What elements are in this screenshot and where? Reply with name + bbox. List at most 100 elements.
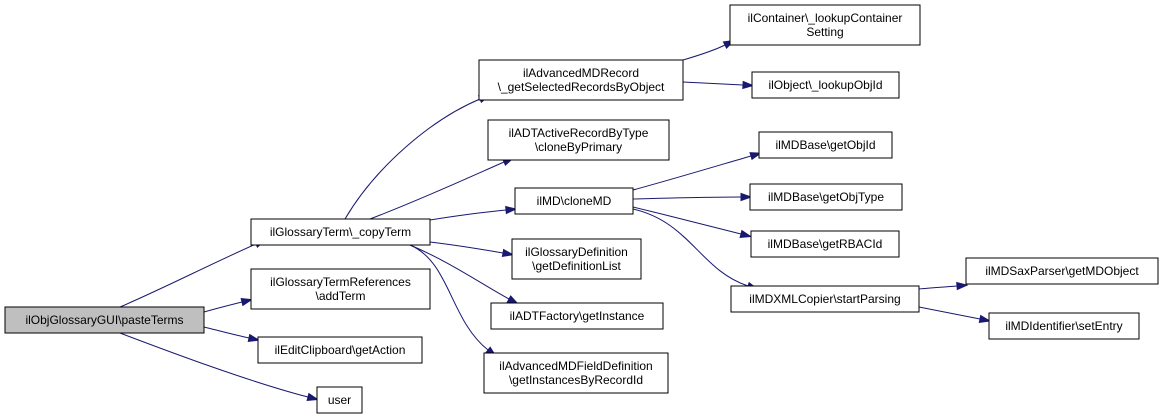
- node-clip[interactable]: ilEditClipboard\getAction: [257, 336, 423, 364]
- node-label: ilMDXMLCopier\startParsing: [749, 292, 900, 306]
- node-label: ilContainer\_lookupContainer: [748, 11, 903, 25]
- edge-line: [632, 208, 749, 287]
- node-label: ilMDBase\getRBACId: [768, 237, 883, 251]
- arrowhead-icon: [956, 281, 969, 291]
- node-box: [514, 187, 634, 215]
- edge-startparse-to-saxparser: [918, 281, 969, 291]
- edge-line: [632, 206, 742, 235]
- node-label: ilAdvancedMDRecord: [523, 66, 639, 80]
- edge-line: [632, 196, 742, 200]
- node-label: ilObject\_lookupObjId: [768, 78, 882, 92]
- node-adtactive[interactable]: ilADTActiveRecordByType\cloneByPrimary: [487, 119, 670, 161]
- node-label: \addTerm: [315, 289, 365, 303]
- edge-paste-to-user: [119, 332, 320, 401]
- node-label: ilGlossaryTermReferences: [270, 275, 411, 289]
- node-label: ilMDIdentifier\setEntry: [1005, 319, 1122, 333]
- node-paste[interactable]: ilObjGlossaryGUI\pasteTerms: [4, 306, 205, 334]
- edge-clonemd-to-getobjtype: [632, 192, 753, 202]
- node-box: [758, 131, 893, 159]
- node-box: [490, 302, 664, 330]
- node-copy[interactable]: ilGlossaryTerm\_copyTerm: [250, 218, 431, 246]
- node-box: [511, 238, 642, 280]
- edge-line: [409, 244, 489, 351]
- node-box: [250, 218, 431, 246]
- arrowhead-icon: [501, 248, 515, 258]
- node-label: \getInstancesByRecordId: [509, 373, 643, 387]
- node-box: [729, 4, 921, 46]
- edge-line: [682, 44, 726, 61]
- node-box: [4, 306, 205, 334]
- edge-clonemd-to-getobjid: [632, 152, 763, 191]
- edge-advrec-to-container: [682, 39, 736, 61]
- edge-copy-to-adtactive: [369, 157, 515, 220]
- node-label: ilAdvancedMDFieldDefinition: [499, 359, 652, 373]
- node-getobjtype[interactable]: ilMDBase\getObjType: [749, 183, 903, 211]
- node-startparse[interactable]: ilMDXMLCopier\startParsing: [730, 285, 920, 313]
- node-box: [487, 119, 670, 161]
- node-getrbac[interactable]: ilMDBase\getRBACId: [750, 230, 900, 258]
- edge-line: [429, 209, 507, 221]
- arrowhead-icon: [978, 314, 992, 324]
- arrowhead-icon: [749, 152, 763, 161]
- node-refs[interactable]: ilGlossaryTermReferences\addTerm: [250, 268, 431, 310]
- node-box: [965, 257, 1159, 285]
- node-label: ilMDBase\getObjType: [768, 190, 884, 204]
- node-box: [257, 336, 423, 364]
- node-saxparser[interactable]: ilMDSaxParser\getMDObject: [965, 257, 1159, 285]
- node-lookupobj[interactable]: ilObject\_lookupObjId: [751, 71, 900, 99]
- node-label: ilEditClipboard\getAction: [275, 343, 406, 357]
- edge-line: [429, 241, 504, 254]
- arrowhead-icon: [505, 205, 518, 215]
- node-box: [316, 386, 363, 414]
- edge-line: [632, 155, 752, 191]
- edge-line: [203, 301, 243, 313]
- node-setentry[interactable]: ilMDIdentifier\setEntry: [988, 312, 1140, 340]
- node-box: [730, 285, 920, 313]
- node-getobjid[interactable]: ilMDBase\getObjId: [758, 131, 893, 159]
- edge-paste-to-refs: [203, 298, 254, 313]
- edge-clonemd-to-startparse: [632, 208, 759, 290]
- edge-copy-to-glossdef: [429, 241, 515, 258]
- edge-line: [119, 332, 309, 398]
- edge-line: [119, 243, 257, 308]
- node-label: ilMD\cloneMD: [537, 194, 612, 208]
- edge-paste-to-copy: [119, 239, 267, 308]
- arrowhead-icon: [247, 333, 261, 343]
- node-box: [478, 59, 684, 101]
- edge-line: [918, 285, 958, 290]
- node-box: [751, 71, 900, 99]
- edge-line: [682, 81, 744, 86]
- node-label: user: [328, 393, 351, 407]
- node-label: ilGlossaryDefinition: [525, 245, 628, 259]
- nodes-layer: ilObjGlossaryGUI\pasteTerms ilGlossaryTer…: [4, 4, 1159, 414]
- edge-line: [918, 306, 981, 320]
- node-adtfactory[interactable]: ilADTFactory\getInstance: [490, 302, 664, 330]
- node-box: [749, 183, 903, 211]
- node-label: \getDefinitionList: [532, 259, 621, 273]
- node-label: ilGlossaryTerm\_copyTerm: [270, 225, 411, 239]
- node-label: ilObjGlossaryGUI\pasteTerms: [25, 313, 183, 327]
- node-box: [988, 312, 1140, 340]
- node-advfield[interactable]: ilAdvancedMDFieldDefinition\getInstances…: [483, 352, 669, 394]
- node-clonemd[interactable]: ilMD\cloneMD: [514, 187, 634, 215]
- edge-line: [344, 98, 481, 220]
- node-box: [483, 352, 669, 394]
- edge-startparse-to-setentry: [918, 306, 992, 324]
- edge-line: [409, 244, 510, 300]
- edge-paste-to-clip: [203, 326, 261, 343]
- node-user[interactable]: user: [316, 386, 363, 414]
- node-label: ilMDBase\getObjId: [775, 138, 875, 152]
- arrowhead-icon: [740, 192, 753, 202]
- edge-line: [203, 326, 250, 339]
- node-box: [250, 268, 431, 310]
- arrowhead-icon: [240, 298, 254, 307]
- node-advrec[interactable]: ilAdvancedMDRecord\_getSelectedRecordsBy…: [478, 59, 684, 101]
- node-glossdef[interactable]: ilGlossaryDefinition\getDefinitionList: [511, 238, 642, 280]
- arrowhead-icon: [306, 392, 320, 401]
- arrowhead-icon: [739, 229, 753, 238]
- node-label: ilADTActiveRecordByType: [509, 126, 649, 140]
- edge-copy-to-clonemd: [429, 205, 518, 221]
- arrowhead-icon: [742, 80, 755, 90]
